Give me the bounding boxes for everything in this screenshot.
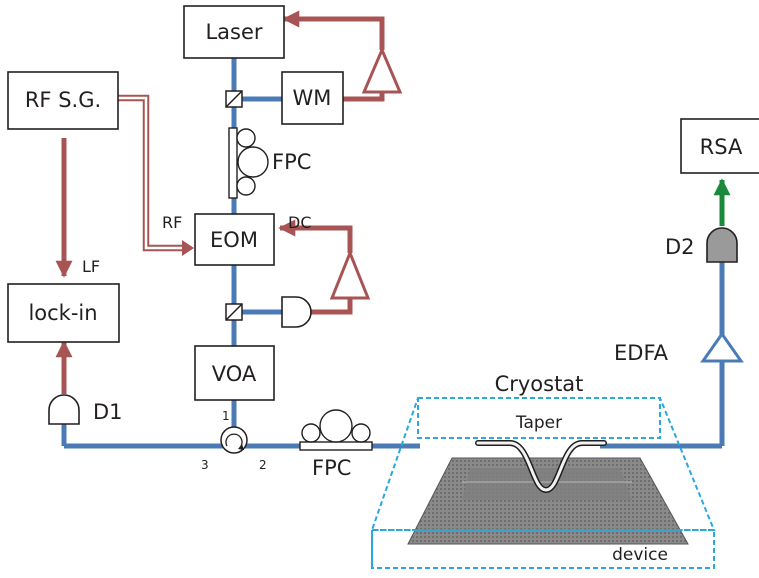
rf-label: RF — [162, 213, 182, 232]
eom-box: EOM — [194, 213, 275, 266]
electrical-paths — [55, 10, 385, 394]
amplifier-triangle-top — [361, 46, 403, 94]
svg-text:Laser: Laser — [205, 20, 262, 44]
edfa-triangle — [700, 331, 744, 363]
svg-text:device: device — [612, 545, 668, 565]
dc-label: DC — [288, 213, 312, 232]
optical-fiber-paths — [61, 58, 725, 449]
svg-text:Cryostat: Cryostat — [495, 372, 584, 396]
svg-text:3: 3 — [201, 458, 209, 472]
svg-text:1: 1 — [222, 409, 230, 423]
voa-box: VOA — [194, 345, 275, 401]
beam-splitter-top — [225, 90, 243, 108]
svg-text:EOM: EOM — [210, 228, 258, 252]
amplifier-triangle-mid — [329, 248, 371, 300]
svg-text:RF S.G.: RF S.G. — [25, 88, 101, 112]
cryostat: Taper device Cryostat — [370, 372, 716, 569]
photodetector-mid — [281, 296, 312, 328]
svg-text:Taper: Taper — [515, 413, 562, 433]
rsa-box: RSA — [680, 118, 759, 174]
svg-text:D1: D1 — [93, 400, 123, 424]
laser-box: Laser — [183, 5, 285, 59]
photodetector-d2: D2 — [665, 227, 738, 263]
svg-text:FPC: FPC — [312, 456, 351, 480]
rf-signal-generator-box: RF S.G. — [7, 71, 119, 130]
svg-text:2: 2 — [259, 458, 267, 472]
lf-label: LF — [82, 257, 100, 276]
svg-text:D2: D2 — [665, 235, 695, 259]
rf-double-line — [118, 94, 194, 256]
svg-text:lock-in: lock-in — [28, 301, 97, 325]
svg-text:VOA: VOA — [212, 362, 257, 386]
circulator: 1 2 3 — [201, 409, 267, 472]
svg-text:RSA: RSA — [700, 135, 743, 159]
fpc-top: FPC — [228, 127, 311, 199]
beam-splitter-bottom — [225, 303, 243, 321]
lockin-box: lock-in — [7, 283, 120, 343]
svg-text:WM: WM — [293, 86, 332, 110]
edfa-label: EDFA — [614, 341, 669, 365]
wm-box: WM — [281, 71, 344, 125]
photodetector-d1: D1 — [48, 394, 123, 425]
svg-text:FPC: FPC — [272, 150, 311, 174]
fpc-bottom: FPC — [299, 409, 373, 480]
